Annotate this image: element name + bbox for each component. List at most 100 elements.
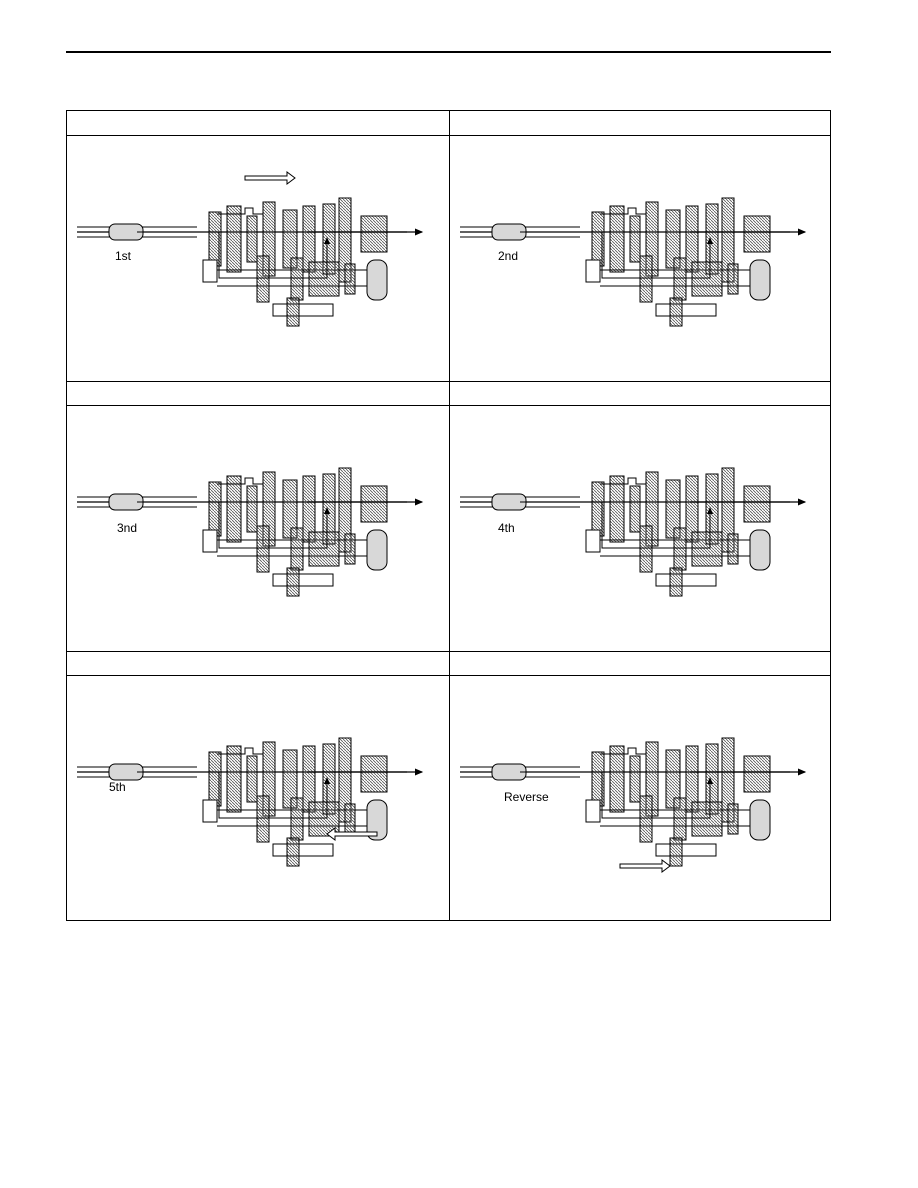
- housing-outline: [217, 747, 263, 755]
- gear-icon: [609, 475, 625, 543]
- output-flange: [366, 259, 388, 301]
- gear-label: 5th: [109, 780, 126, 794]
- reverse-idler-shaft: [272, 303, 334, 317]
- output-flange: [366, 799, 388, 841]
- reverse-idler-shaft: [655, 303, 717, 317]
- gear-icon: [629, 485, 641, 533]
- gear-flow-table: 1st 2nd 3nd 4th 5th Reverse: [66, 110, 831, 921]
- gear-icon: [665, 479, 681, 539]
- gear-icon: [629, 215, 641, 263]
- output-flange: [749, 529, 771, 571]
- reverse-idler-shaft: [655, 573, 717, 587]
- gear-icon: [290, 527, 304, 571]
- gear-label: 2nd: [498, 249, 519, 263]
- panel-4th: 4th: [450, 406, 831, 651]
- gear-icon: [286, 567, 300, 597]
- gear-icon: [360, 215, 388, 253]
- gear-icon: [639, 525, 653, 573]
- shift-direction-arrow-icon: [619, 859, 671, 873]
- table-row-divider: [67, 405, 830, 406]
- table-row-divider: [67, 135, 830, 136]
- gear-icon: [743, 755, 771, 793]
- reverse-idler-shaft: [272, 573, 334, 587]
- gear-icon: [282, 749, 298, 809]
- gear-label: 1st: [115, 249, 132, 263]
- shaft-diagram-icon: [77, 737, 424, 867]
- table-header-cell: [67, 111, 449, 135]
- table-row-divider: [67, 651, 830, 652]
- housing-outline: [600, 747, 646, 755]
- flow-arrow-icon: [137, 231, 330, 279]
- gear-icon: [226, 205, 242, 273]
- gear-icon: [246, 485, 258, 533]
- housing-outline: [217, 477, 263, 485]
- shaft-diagram-icon: [77, 467, 424, 597]
- gear-icon: [669, 567, 683, 597]
- gear-icon: [629, 755, 641, 803]
- panel-reverse: Reverse: [450, 676, 831, 921]
- gear-icon: [673, 797, 687, 841]
- panel-3nd: 3nd: [67, 406, 449, 651]
- gear-icon: [669, 837, 683, 867]
- shaft-diagram-icon: [77, 171, 424, 327]
- gear-icon: [727, 263, 739, 295]
- gear-icon: [282, 209, 298, 269]
- table-column-divider: [449, 111, 450, 920]
- countershaft-end: [202, 259, 218, 283]
- gear-icon: [691, 801, 723, 837]
- gear-icon: [246, 215, 258, 263]
- gear-icon: [691, 531, 723, 567]
- output-flange: [749, 259, 771, 301]
- panel-5th: 5th: [67, 676, 449, 921]
- flow-arrow-icon: [137, 771, 330, 819]
- gear-icon: [282, 479, 298, 539]
- shaft-diagram-icon: [460, 737, 807, 873]
- table-header-cell: [450, 111, 831, 135]
- gear-icon: [727, 803, 739, 835]
- table-row-divider: [67, 675, 830, 676]
- panel-2nd: 2nd: [450, 136, 831, 381]
- gear-icon: [308, 261, 340, 297]
- countershaft-end: [202, 529, 218, 553]
- gear-icon: [290, 257, 304, 301]
- gear-icon: [344, 263, 356, 295]
- reverse-idler-shaft: [655, 843, 717, 857]
- gear-icon: [609, 205, 625, 273]
- gear-icon: [743, 485, 771, 523]
- countershaft-end: [202, 799, 218, 823]
- gear-icon: [639, 255, 653, 303]
- gear-label: 3nd: [117, 521, 138, 535]
- gear-icon: [673, 527, 687, 571]
- gear-icon: [639, 795, 653, 843]
- gear-icon: [743, 215, 771, 253]
- gear-icon: [226, 745, 242, 813]
- gear-icon: [344, 803, 356, 835]
- countershaft-end: [585, 529, 601, 553]
- output-flange: [366, 529, 388, 571]
- gear-icon: [609, 745, 625, 813]
- gear-icon: [691, 261, 723, 297]
- gear-icon: [727, 533, 739, 565]
- gear-icon: [344, 533, 356, 565]
- shaft-diagram-icon: [460, 467, 807, 597]
- gear-icon: [665, 749, 681, 809]
- gear-label: Reverse: [504, 790, 549, 804]
- gear-icon: [673, 257, 687, 301]
- gear-icon: [665, 209, 681, 269]
- reverse-idler-shaft: [272, 843, 334, 857]
- flow-arrow-icon: [520, 231, 713, 279]
- gear-icon: [360, 485, 388, 523]
- panel-1st: 1st: [67, 136, 449, 381]
- table-row-divider: [67, 381, 830, 382]
- countershaft-end: [585, 259, 601, 283]
- shaft-diagram-icon: [460, 197, 807, 327]
- gear-icon: [286, 837, 300, 867]
- gear-icon: [226, 475, 242, 543]
- gear-icon: [308, 531, 340, 567]
- gear-label: 4th: [498, 521, 515, 535]
- housing-outline: [600, 477, 646, 485]
- gear-icon: [286, 297, 300, 327]
- gear-icon: [256, 795, 270, 843]
- housing-outline: [600, 207, 646, 215]
- gear-icon: [290, 797, 304, 841]
